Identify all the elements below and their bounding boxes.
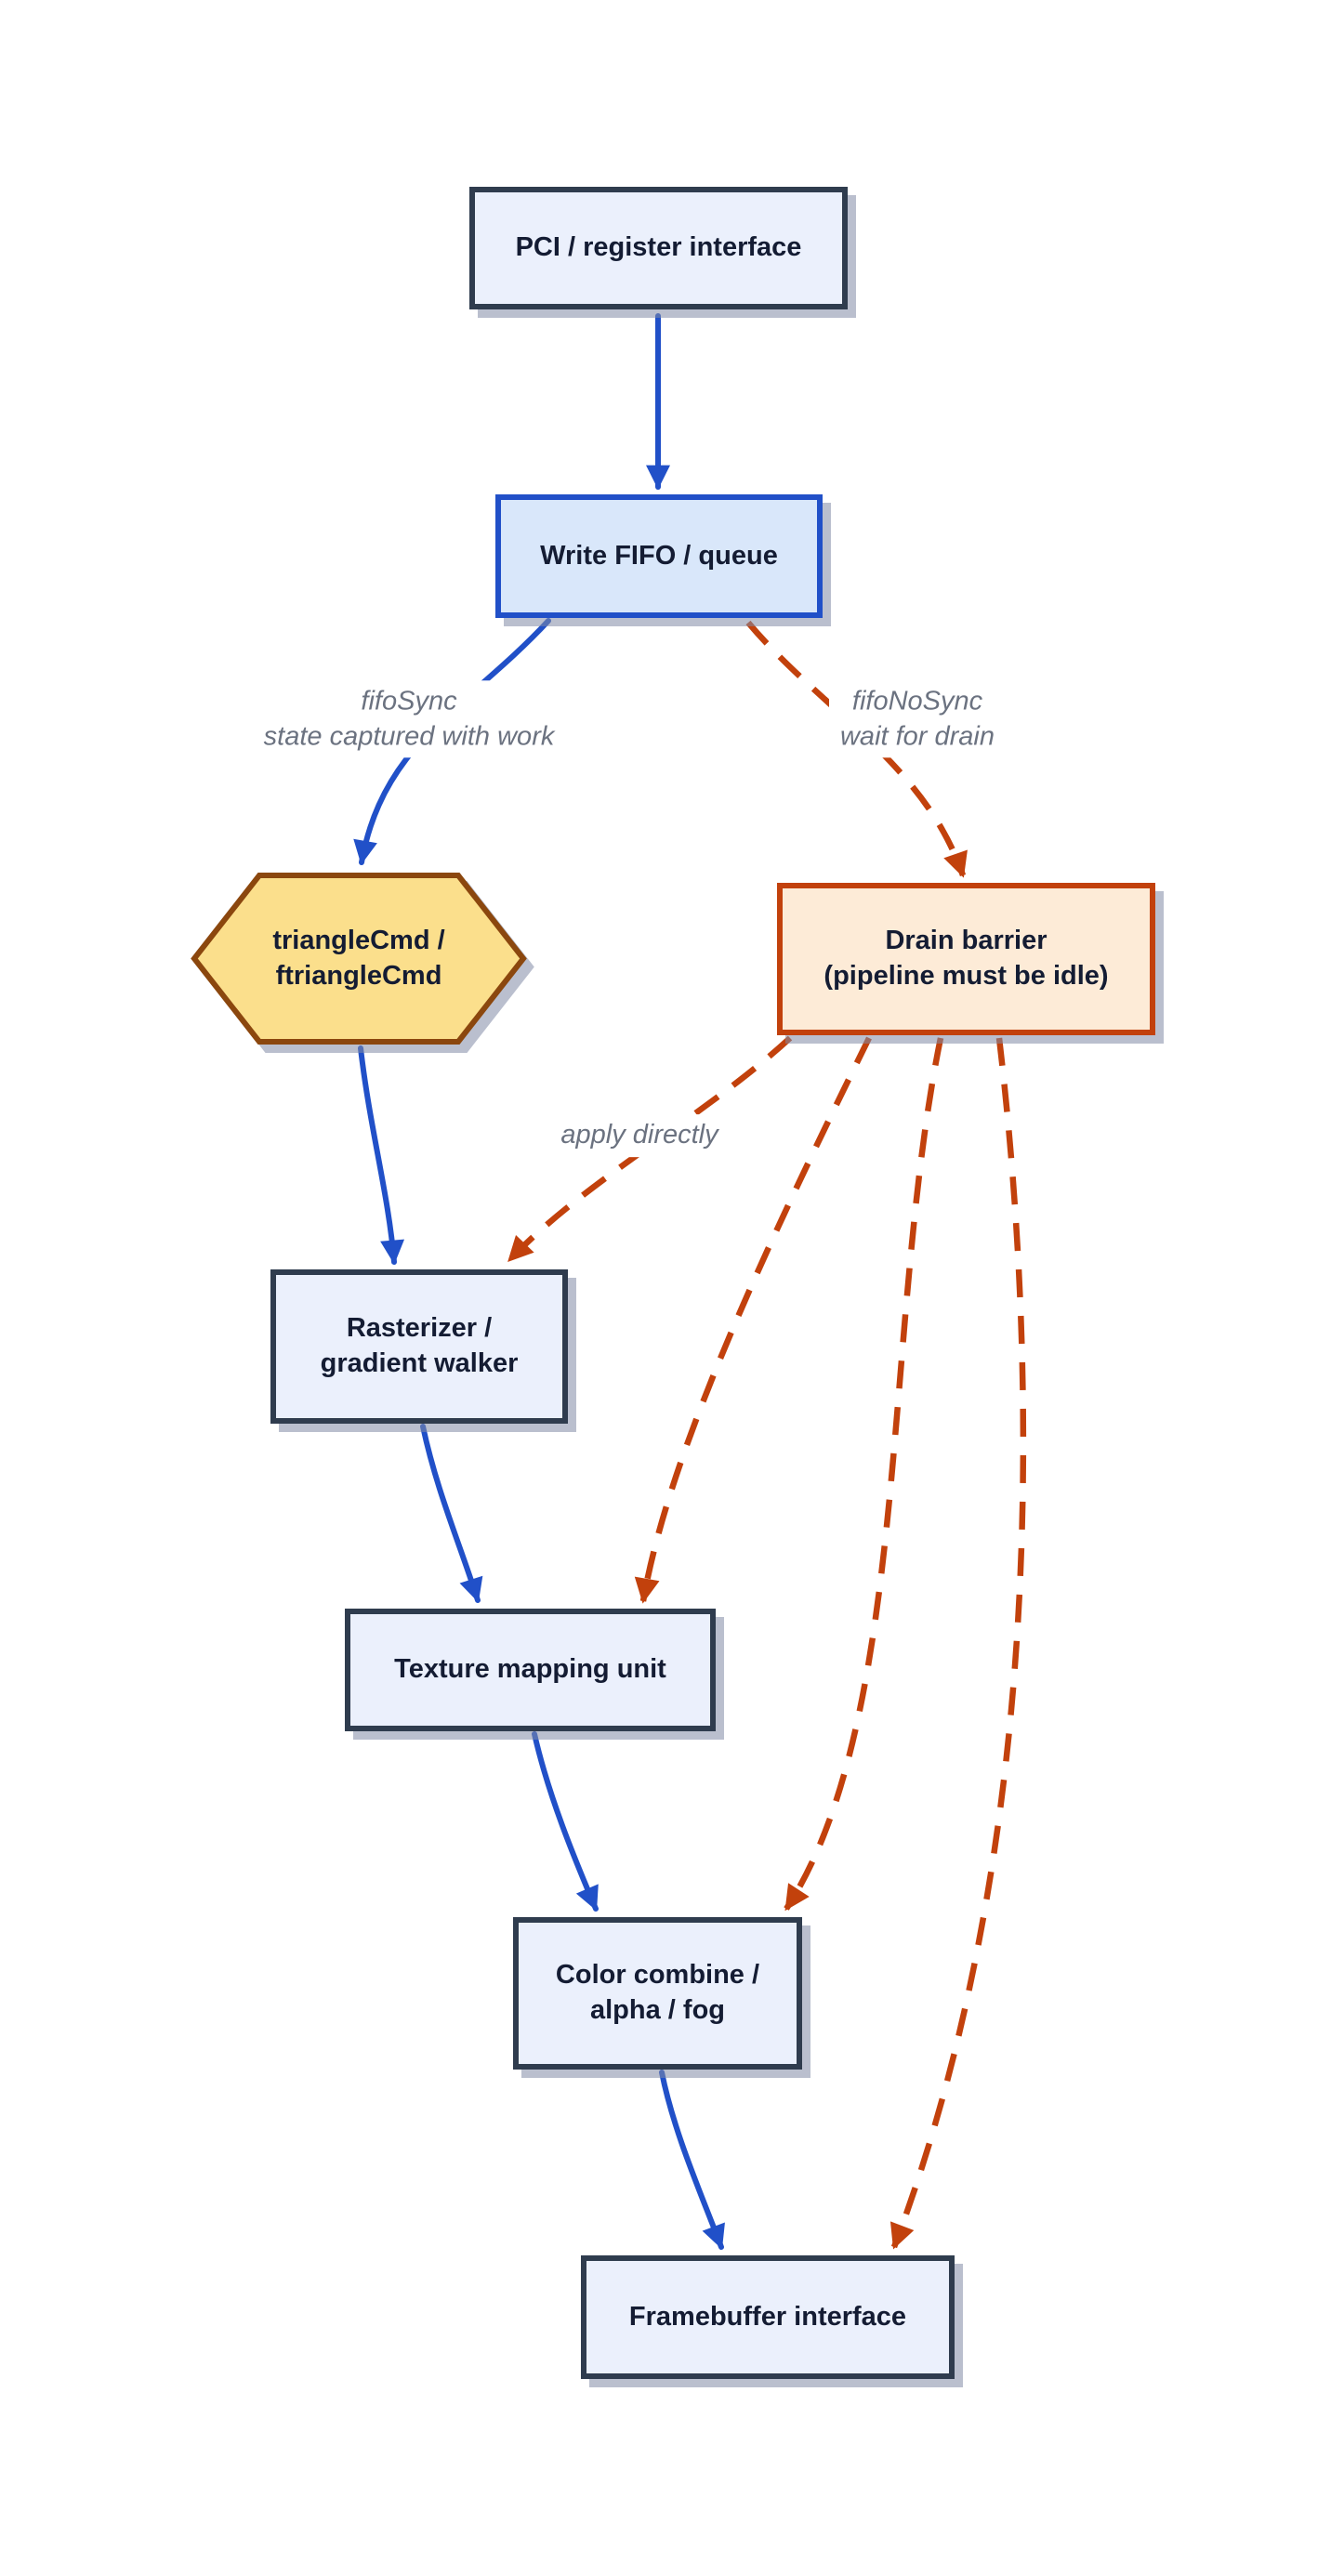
edge-texture-to-color-combine (532, 1731, 599, 1912)
edge-label-fifonosync: fifoNoSync wait for drain (828, 680, 1007, 758)
edge-trianglecmd-to-rasterizer (358, 1045, 405, 1265)
hexagon-shape (191, 873, 527, 1045)
node-drain-barrier: Drain barrier (pipeline must be idle) (777, 883, 1155, 1035)
node-trianglecmd-hexagon: triangleCmd / ftriangleCmd (191, 872, 527, 1045)
node-write-fifo-queue: Write FIFO / queue (495, 494, 823, 618)
edge-label-fifosync: fifoSync state captured with work (252, 680, 566, 758)
node-rasterizer-gradient-walker: Rasterizer / gradient walker (270, 1269, 568, 1424)
edge-drain-to-rasterizer (507, 1035, 793, 1263)
node-color-combine-alpha-fog: Color combine / alpha / fog (513, 1917, 802, 2070)
edge-color-combine-to-framebuffer (659, 2070, 725, 2250)
node-framebuffer-interface: Framebuffer interface (581, 2255, 955, 2379)
hexagon-label: triangleCmd / ftriangleCmd (272, 925, 445, 991)
edge-drain-to-framebuffer (889, 1037, 1027, 2250)
edge-label-apply-directly: apply directly (549, 1114, 730, 1157)
edge-drain-to-texture (634, 1036, 872, 1604)
edge-rasterizer-to-texture (420, 1424, 483, 1603)
edge-fifo-to-drain-barrier (745, 620, 968, 878)
node-texture-mapping-unit: Texture mapping unit (345, 1609, 716, 1731)
edge-drain-to-color-combine (784, 1037, 944, 1912)
node-pci-register-interface: PCI / register interface (469, 187, 848, 309)
